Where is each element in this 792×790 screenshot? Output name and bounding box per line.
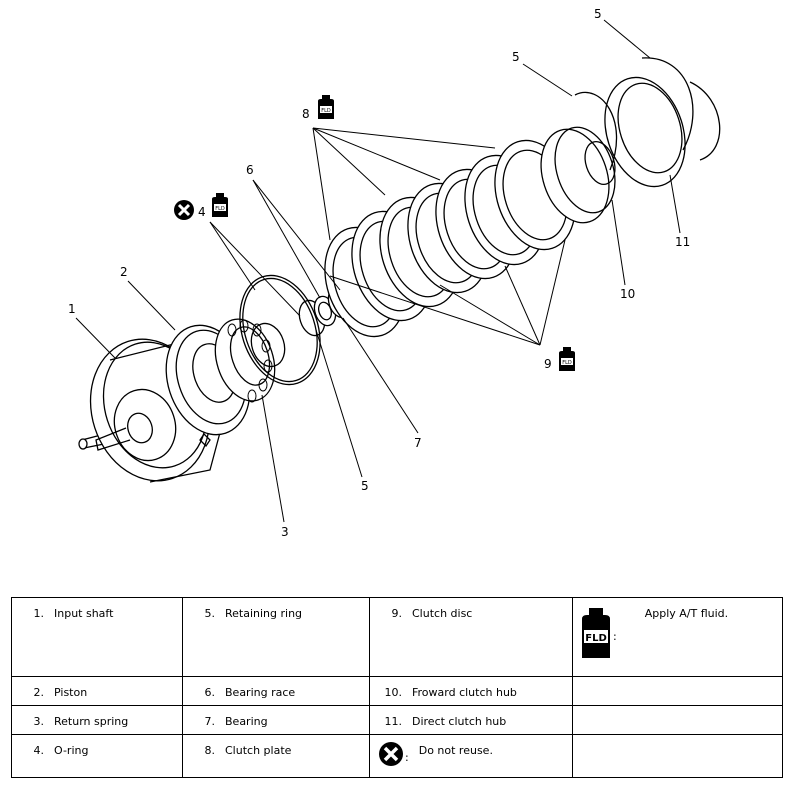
- forward-clutch-hub-part: [540, 126, 616, 224]
- legend-label: Retaining ring: [225, 607, 303, 620]
- callout-3: 3: [281, 525, 289, 539]
- legend-cell: 11. Direct clutch hub: [369, 705, 573, 735]
- legend-num: 11.: [384, 715, 403, 728]
- svg-text:FLD: FLD: [215, 206, 225, 212]
- callout-5b: 5: [512, 50, 520, 64]
- svg-text:FLD: FLD: [321, 108, 331, 114]
- legend-noreuse-symbol: : Do not reuse.: [369, 734, 573, 778]
- legend-num: 1.: [33, 607, 45, 620]
- legend-label: Direct clutch hub: [412, 715, 507, 728]
- callout-6: 6: [246, 163, 254, 177]
- legend-symbol-colon: :: [613, 630, 617, 643]
- legend-label: Clutch plate: [225, 744, 292, 757]
- callout-8: 8: [302, 107, 310, 121]
- legend-label: Bearing race: [225, 686, 296, 699]
- retaining-ring-part: [574, 57, 721, 171]
- legend-num: 9.: [391, 607, 403, 620]
- callout-10: 10: [620, 287, 635, 301]
- legend-fluid-symbol: FLD : Apply A/T fluid.: [572, 597, 783, 677]
- fld-bottle-icon: FLD: [212, 193, 228, 217]
- callout-9: 9: [544, 357, 552, 371]
- legend-symbol-label: Do not reuse.: [418, 744, 493, 757]
- legend-cell: 1. Input shaft: [11, 597, 183, 677]
- legend-num: 5.: [204, 607, 216, 620]
- fld-bottle-icon: FLD: [318, 95, 334, 119]
- callout-11: 11: [675, 235, 690, 249]
- fld-bottle-icon: FLD: [559, 347, 575, 371]
- callout-5c: 5: [594, 7, 602, 21]
- fld-bottle-icon: FLD: [582, 608, 610, 658]
- legend-cell: 9. Clutch disc: [369, 597, 573, 677]
- svg-text:FLD: FLD: [562, 360, 572, 366]
- legend-num: 6.: [204, 686, 216, 699]
- legend-num: 8.: [204, 744, 216, 757]
- legend-cell: 6. Bearing race: [182, 676, 370, 706]
- legend-cell: 4. O-ring: [11, 734, 183, 778]
- legend-table: 1. Input shaft 5. Retaining ring 9. Clut…: [11, 597, 783, 778]
- legend-label: Return spring: [54, 715, 129, 728]
- legend-cell: 2. Piston: [11, 676, 183, 706]
- legend-num: 3.: [33, 715, 45, 728]
- legend-label: Froward clutch hub: [412, 686, 517, 699]
- callout-1: 1: [68, 302, 76, 316]
- legend-num: 2.: [33, 686, 45, 699]
- legend-label: Piston: [54, 686, 88, 699]
- direct-clutch-hub-part: [604, 76, 686, 188]
- legend-cell: 3. Return spring: [11, 705, 183, 735]
- legend-label: Clutch disc: [412, 607, 473, 620]
- callout-labels: 1 2 3 4 5 5 5 6 7 8 9 10 11: [68, 7, 690, 539]
- legend-label: Bearing: [225, 715, 268, 728]
- legend-symbol-label: Apply A/T fluid.: [644, 607, 729, 620]
- legend-symbol-colon: :: [405, 751, 409, 764]
- legend-num: 10.: [384, 686, 403, 699]
- do-not-reuse-icon: [379, 742, 403, 766]
- legend-label: O-ring: [54, 744, 89, 757]
- callout-2: 2: [120, 265, 128, 279]
- callout-7: 7: [414, 436, 422, 450]
- legend-cell: 8. Clutch plate: [182, 734, 370, 778]
- legend-empty-cell: [572, 734, 783, 778]
- legend-num: 7.: [204, 715, 216, 728]
- legend-cell: 7. Bearing: [182, 705, 370, 735]
- legend-empty-cell: [572, 676, 783, 706]
- legend-num: 4.: [33, 744, 45, 757]
- svg-text:FLD: FLD: [585, 633, 607, 644]
- callout-4: 4: [198, 205, 206, 219]
- callout-5a: 5: [361, 479, 369, 493]
- legend-empty-cell: [572, 705, 783, 735]
- exploded-view-diagram: 1 2 3 4 5 5 5 6 7 8 9 10 11 FLD FLD FLD: [68, 7, 721, 539]
- legend-label: Input shaft: [54, 607, 114, 620]
- do-not-reuse-icon: [174, 200, 194, 220]
- legend-cell: 5. Retaining ring: [182, 597, 370, 677]
- legend-cell: 10. Froward clutch hub: [369, 676, 573, 706]
- leader-lines: [75, 19, 681, 523]
- clutch-pack-part: [324, 139, 576, 338]
